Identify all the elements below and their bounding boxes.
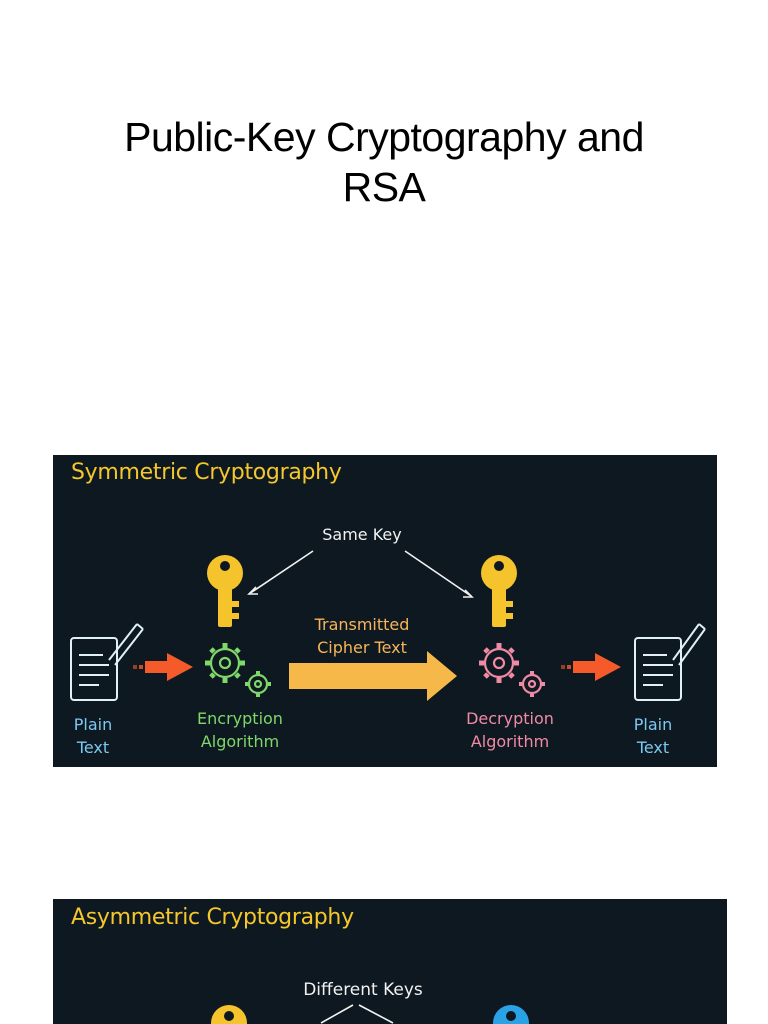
same-key-arrows <box>247 550 474 598</box>
asymmetric-cryptography-figure: Asymmetric Cryptography Different Keys <box>53 899 727 1024</box>
decryption-algorithm-label: Decryption Algorithm <box>443 707 577 753</box>
different-keys-arrows <box>320 1004 394 1024</box>
symmetric-heading: Symmetric Cryptography <box>71 460 342 485</box>
arrow-icon <box>561 653 621 681</box>
symmetric-diagram <box>70 550 706 701</box>
slide-title-line-1: Public-Key Cryptography and <box>124 114 644 160</box>
slide-title-line-2: RSA <box>342 164 426 210</box>
key-icon <box>481 555 517 627</box>
transmitted-cipher-text-label: Transmitted Cipher Text <box>289 613 435 659</box>
same-key-label: Same Key <box>322 525 402 544</box>
decryption-label-line-2: Algorithm <box>470 732 550 751</box>
plain-label-line-1: Plain <box>73 715 113 734</box>
slide-title: Public-Key Cryptography and RSA <box>0 112 768 212</box>
plain-label-line-1: Plain <box>633 715 673 734</box>
plain-label-line-2: Text <box>76 738 110 757</box>
transmission-arrow-icon <box>289 651 457 701</box>
different-keys-label: Different Keys <box>303 980 423 1000</box>
asymmetric-heading: Asymmetric Cryptography <box>71 905 354 930</box>
plain-text-left-label: Plain Text <box>63 713 123 759</box>
plain-label-line-2: Text <box>636 738 670 757</box>
transmitted-label-line-1: Transmitted <box>314 615 410 634</box>
document-icon <box>634 623 706 701</box>
decryption-label-line-1: Decryption <box>466 709 554 728</box>
plain-text-right-label: Plain Text <box>623 713 683 759</box>
transmitted-label-line-2: Cipher Text <box>317 638 407 657</box>
key-icon <box>211 1005 247 1024</box>
gear-icon <box>205 643 271 697</box>
document-icon <box>70 623 144 701</box>
asymmetric-diagram <box>211 1004 529 1024</box>
encryption-label-line-1: Encryption <box>197 709 283 728</box>
gear-icon <box>479 643 545 697</box>
key-icon <box>493 1005 529 1024</box>
encryption-label-line-2: Algorithm <box>200 732 280 751</box>
encryption-algorithm-label: Encryption Algorithm <box>173 707 307 753</box>
arrow-icon <box>133 653 193 681</box>
key-icon <box>207 555 243 627</box>
symmetric-cryptography-figure: Symmetric Cryptography Same Key Transmit… <box>53 455 717 767</box>
